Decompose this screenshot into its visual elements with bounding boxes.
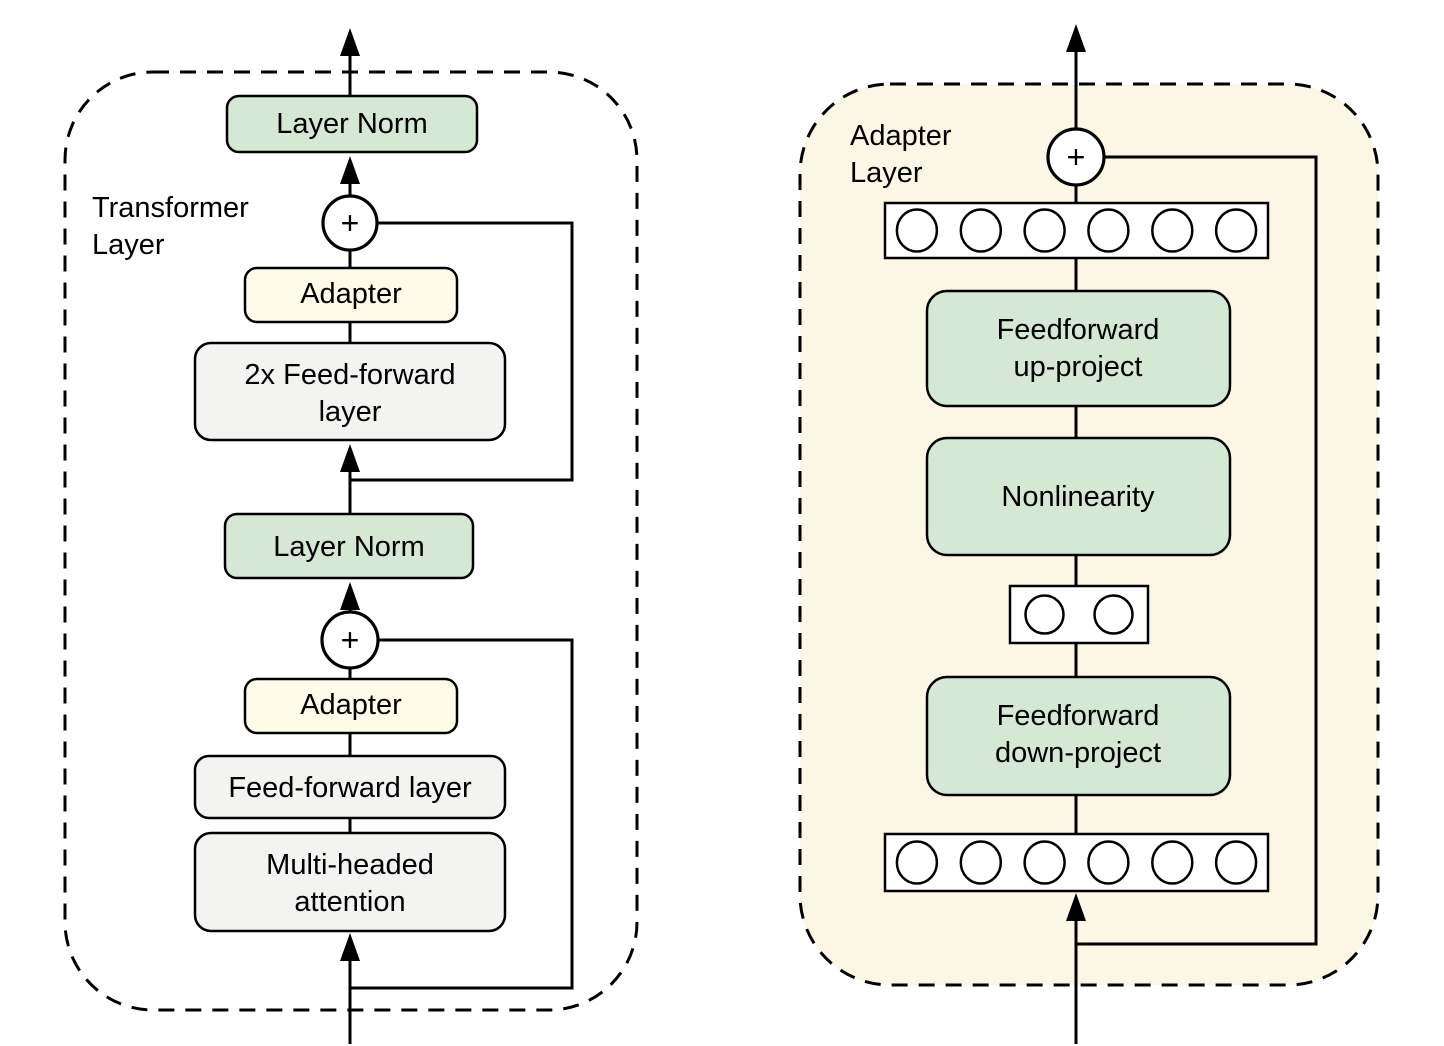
plus-sign: + (1067, 139, 1086, 175)
adapter-layer-diagram: + Feedforward up-project Nonlinearity Fe… (798, 24, 1380, 1044)
feature-node-circle (895, 840, 939, 885)
layer-norm-top-box (225, 94, 479, 154)
ff-layer-label: Feed-forward layer (228, 772, 472, 804)
arrow-up-head-icon (340, 28, 360, 56)
feature-row-bottom-box (883, 832, 1270, 893)
feature-node-circle (959, 208, 1003, 253)
feature-node-circle (1151, 840, 1194, 885)
feature-node-circle (1087, 840, 1130, 885)
feature-node-circle (895, 208, 939, 253)
feature-row-bottom-circles (895, 840, 1258, 885)
ff-2x-label-line1: 2x Feed-forward (244, 359, 455, 391)
up-project-box (925, 289, 1232, 408)
feature-row-top-circles (895, 208, 1258, 253)
arrow-up-head-icon (340, 933, 360, 961)
arrow-up-head-icon (340, 582, 360, 610)
layer-norm-top-label: Layer Norm (276, 108, 428, 140)
adapter-layer-label-line1: Adapter (850, 120, 952, 152)
plus-sign: + (341, 622, 360, 658)
up-project-label-line2: up-project (1014, 351, 1143, 383)
arrow-up-head-icon (340, 156, 360, 184)
feature-node-circle (1087, 208, 1130, 253)
ff-2x-box (193, 341, 507, 442)
feature-node-circle (1214, 208, 1258, 253)
arrow-up-head-icon (340, 444, 360, 472)
feature-node-circle (959, 840, 1003, 885)
feature-row-top-box (883, 201, 1270, 260)
up-project-label-line1: Feedforward (997, 314, 1160, 346)
transformer-layer-diagram: Layer Norm + Adapter 2x Feed-forward lay… (63, 28, 639, 1044)
feature-node-circle (1151, 208, 1194, 253)
adapter-top-label: Adapter (300, 278, 402, 310)
adapter-skip-line (1076, 155, 1318, 946)
down-project-label-line1: Feedforward (997, 700, 1160, 732)
arrow-up-head-icon (1066, 24, 1086, 52)
mha-box (193, 831, 507, 933)
arrow-up-head-icon (1066, 893, 1086, 921)
transformer-layer-label-line1: Transformer (92, 192, 249, 224)
nonlinearity-label: Nonlinearity (1001, 481, 1155, 513)
transformer-layer-label-line2: Layer (92, 229, 165, 261)
mha-label-line2: attention (294, 886, 405, 918)
down-project-label-line2: down-project (995, 737, 1161, 769)
mha-label-line1: Multi-headed (266, 849, 434, 881)
feature-node-circle (1023, 840, 1066, 885)
plus-sign: + (341, 205, 360, 241)
layer-norm-mid-box (223, 512, 475, 580)
nonlinearity-box (925, 436, 1232, 557)
feature-node-circle (1023, 208, 1066, 253)
layer-norm-mid-label: Layer Norm (273, 531, 425, 563)
ff-2x-label-line2: layer (319, 396, 382, 428)
adapter-bottom-label: Adapter (300, 689, 402, 721)
adapter-layer-label-line2: Layer (850, 157, 923, 189)
residual-skip-line-upper (350, 221, 574, 482)
feature-node-circle (1024, 594, 1065, 635)
feature-node-circle (1214, 840, 1258, 885)
bottleneck-row-circles (1024, 594, 1134, 635)
down-project-box (925, 675, 1232, 797)
residual-skip-line-lower (350, 638, 574, 990)
feature-node-circle (1093, 594, 1134, 635)
